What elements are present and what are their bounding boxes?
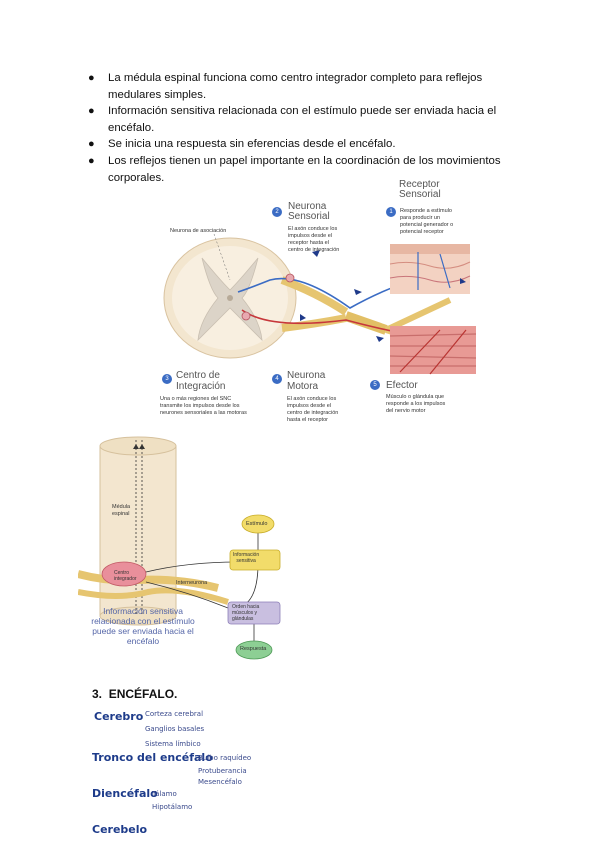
stimulus-box [241,514,275,534]
figure2-caption: Información sensitiva relacionada con el… [91,606,195,646]
list-item: ●La médula espinal funciona como centro … [88,72,483,101]
bullet-list: ●La médula espinal funciona como centro … [86,70,506,186]
receptor-description: Responde a estímulo para producir un pot… [400,208,454,235]
bullet-icon: ● [88,72,95,84]
skin-receptor-image [389,244,471,294]
bullet-icon: ● [88,105,95,118]
spinal-cord-cross-section [163,237,297,359]
integration-center-shape [101,561,147,587]
cerebro-label: Cerebro [94,710,144,723]
tronco-label: Tronco del encéfalo [92,751,213,764]
cerebro-item: Corteza cerebral [145,710,204,718]
order-label: Orden hacia músculos y glándulas [232,604,260,622]
sensory-neuron-description: El axón conduce los impulsos desde el re… [288,226,340,253]
list-item: ●Información sensitiva relacionada con e… [88,105,497,134]
receptor-title: Receptor Sensorial [399,179,441,200]
tronco-item: Protuberancia [198,767,247,775]
effector-title: Efector [386,380,418,391]
muscle-effector-image [389,326,477,375]
order-box [227,601,281,625]
integration-center-title: Centro de Integración [176,370,226,392]
effector-description: Músculo o glándula que responde a los im… [386,394,446,414]
bullet-icon: ● [88,138,95,151]
medula-label: Médula espinal [112,504,131,517]
motor-neuron-title: Neurona Motora [287,370,326,392]
cerebro-item: Ganglios basales [145,725,205,733]
motor-neuron-description: El axón conduce los impulsos desde el ce… [287,396,339,423]
integration-center-description: Una o más regiones del SNC transmite los… [160,396,247,416]
tronco-item: Bulbo raquídeo [198,754,252,762]
list-item: ●Se inicia una respuesta sin eferencias … [86,136,506,153]
receptor-label-group: Receptor Sensorial [399,180,441,200]
flow-arrows [300,250,466,342]
tronco-item: Mesencéfalo [198,778,242,786]
interneuron-label: Interneurona [176,580,208,586]
sensory-neuron-title: Neurona Sensorial [288,201,330,222]
assoc-neuron-label: Neurona de asociación [170,228,227,234]
diencefalo-item: Tálamo [152,790,177,798]
response-box [235,640,273,660]
response-label: Respuesta [240,646,267,652]
step-2-badge: 2 [272,207,282,217]
cerebelo-label: Cerebelo [92,823,148,836]
stimulus-label: Estímulo [246,521,268,527]
cerebro-item: Sistema límbico [145,740,201,748]
sensory-info-label: Información sensitiva [233,552,260,564]
step-4-badge: 4 [272,374,282,384]
spinal-cord-column-figure [78,436,281,660]
diencefalo-item: Hipotálamo [152,803,193,811]
list-item: ●Los reflejos tienen un papel importante… [88,154,501,184]
step-1-badge: 1 [386,207,396,217]
bullet-icon: ● [88,154,95,167]
sensory-info-box [229,549,281,571]
spinal-column [99,436,177,626]
diencefalo-label: Diencéfalo [92,787,158,800]
step-5-badge: 5 [370,380,380,390]
section-heading: 3. ENCÉFALO. [92,687,178,701]
reflex-arc-figure [163,233,477,375]
step-3-badge: 3 [162,374,172,384]
integrator-label: Centro integrador [114,570,137,582]
